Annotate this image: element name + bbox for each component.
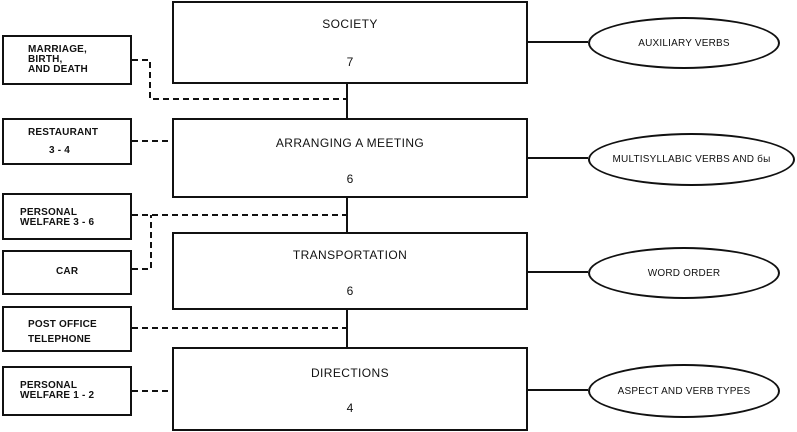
- multisyllabic-verbs-oval: MULTISYLLABIC VERBS AND бы: [588, 133, 795, 186]
- transportation-title: TRANSPORTATION: [292, 248, 408, 262]
- dash-car: [132, 215, 152, 270]
- personal-welfare-1-2-line1: PERSONAL: [20, 380, 78, 391]
- arranging-meeting-title: ARRANGING A MEETING: [275, 136, 425, 150]
- restaurant-box: RESTAURANT 3 - 4: [2, 118, 132, 165]
- aspect-verb-types-label: ASPECT AND VERB TYPES: [617, 385, 751, 397]
- car-label: CAR: [56, 266, 79, 277]
- marriage-birth-death-box: MARRIAGE, BIRTH, AND DEATH: [2, 35, 132, 85]
- arranging-meeting-number: 6: [346, 172, 354, 186]
- society-number: 7: [346, 55, 354, 69]
- post-office-telephone-box: POST OFFICE TELEPHONE: [2, 306, 132, 352]
- marriage-label-line1: MARRIAGE,: [28, 44, 88, 55]
- directions-number: 4: [346, 401, 354, 415]
- car-box: CAR: [2, 250, 132, 295]
- society-title: SOCIETY: [322, 17, 378, 31]
- directions-title: DIRECTIONS: [310, 366, 389, 380]
- word-order-oval: WORD ORDER: [588, 247, 780, 299]
- auxiliary-verbs-label: AUXILIARY VERBS: [638, 37, 730, 49]
- multisyllabic-verbs-label: MULTISYLLABIC VERBS AND бы: [612, 154, 771, 165]
- marriage-label-line2: BIRTH,: [28, 54, 63, 65]
- restaurant-label: RESTAURANT: [28, 127, 99, 138]
- personal-welfare-3-6-line2: WELFARE 3 - 6: [20, 217, 95, 228]
- arranging-meeting-box: ARRANGING A MEETING 6: [172, 118, 528, 198]
- post-office-label: POST OFFICE: [28, 319, 97, 330]
- personal-welfare-1-2-box: PERSONAL WELFARE 1 - 2: [2, 366, 132, 416]
- word-order-label: WORD ORDER: [647, 267, 721, 279]
- personal-welfare-1-2-line2: WELFARE 1 - 2: [20, 390, 95, 401]
- directions-box: DIRECTIONS 4: [172, 347, 528, 431]
- auxiliary-verbs-oval: AUXILIARY VERBS: [588, 17, 780, 69]
- personal-welfare-3-6-line1: PERSONAL: [20, 207, 78, 218]
- transportation-box: TRANSPORTATION 6: [172, 232, 528, 310]
- telephone-label: TELEPHONE: [28, 334, 91, 345]
- society-box: SOCIETY 7: [172, 1, 528, 84]
- transportation-number: 6: [346, 284, 354, 298]
- restaurant-range: 3 - 4: [49, 145, 71, 156]
- marriage-label-line3: AND DEATH: [28, 64, 88, 75]
- dash-marriage: [132, 59, 347, 100]
- personal-welfare-3-6-box: PERSONAL WELFARE 3 - 6: [2, 193, 132, 240]
- aspect-verb-types-oval: ASPECT AND VERB TYPES: [588, 364, 780, 418]
